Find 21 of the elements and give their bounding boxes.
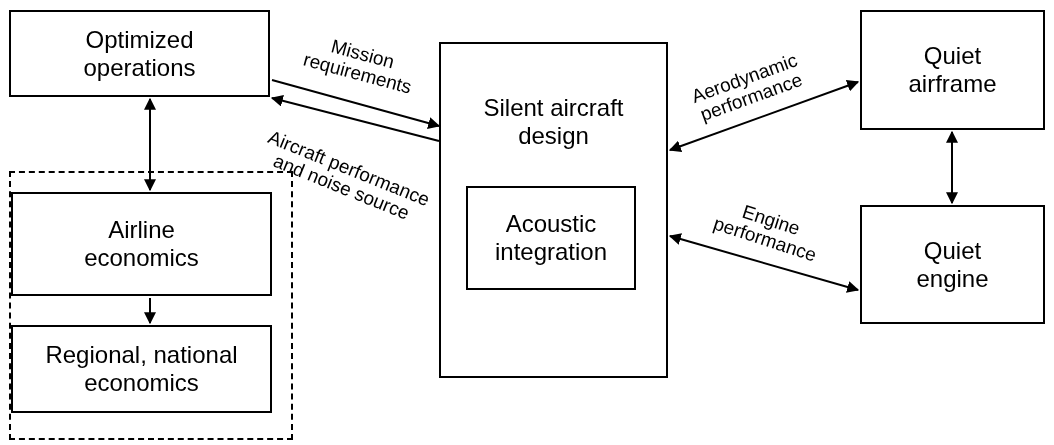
- process-box: [466, 186, 636, 290]
- arrow: [946, 130, 958, 205]
- process-box: [860, 205, 1045, 324]
- arrow: [144, 297, 156, 325]
- arrow: [271, 79, 441, 129]
- process-box: [439, 42, 668, 378]
- arrow: [144, 97, 156, 192]
- process-box: [860, 10, 1045, 130]
- node-label: Regional, national economics: [44, 341, 239, 397]
- process-box: [11, 192, 272, 296]
- node-label: Airline economics: [83, 216, 200, 272]
- arrow: [270, 94, 440, 142]
- node-label: Acoustic integration: [493, 210, 609, 266]
- node-label: Silent aircraft design: [482, 94, 625, 150]
- node-label: Quiet airframe: [907, 42, 998, 98]
- process-box: [11, 325, 272, 413]
- arrow: [668, 80, 860, 152]
- node-label: Quiet engine: [915, 236, 990, 293]
- arrow: [668, 233, 860, 293]
- node-label: Optimized operations: [82, 25, 197, 82]
- process-box: [9, 10, 270, 97]
